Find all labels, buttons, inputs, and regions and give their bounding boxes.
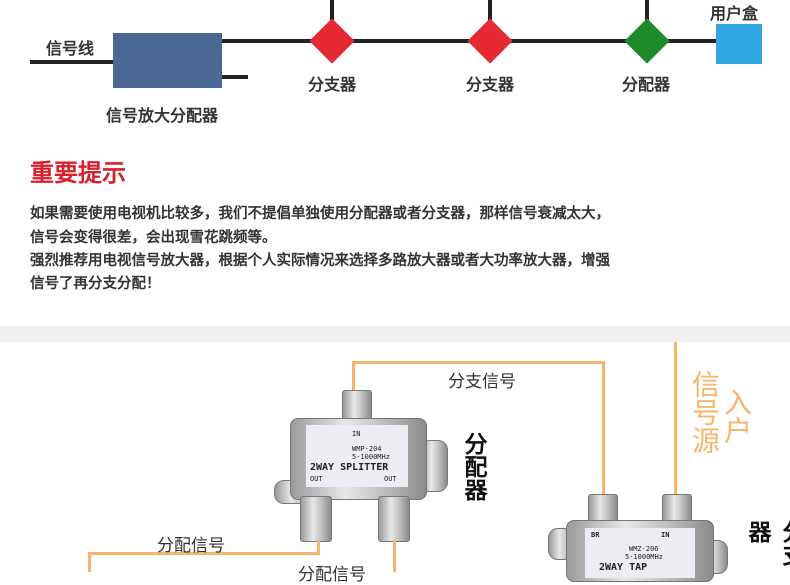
tap1-label: 分支器 [308, 75, 357, 94]
in-port-text: IN [661, 531, 670, 539]
tap-diamond [309, 18, 355, 64]
source-line [674, 342, 677, 497]
amp-stub [222, 75, 248, 79]
branch-signal-label: 分支信号 [448, 372, 516, 392]
split-line [393, 540, 396, 572]
notice-line: 信号会变得很差，会出现雪花跳频等。 [30, 230, 277, 246]
splitter-label-card: IN WMP-204 5-1000MHz 2WAY SPLITTER OUT O… [306, 425, 408, 487]
source-in-label: 入户 [720, 388, 753, 444]
model-text: WMZ-206 [629, 545, 659, 553]
split-signal-label: 分配信号 [298, 565, 366, 585]
amplifier-box [113, 33, 222, 88]
freq-text: 5-1000MHz [352, 453, 390, 461]
notice-line: 如果需要使用电视机比较多，我们不提倡单独使用分配器或者分支器，那样信号衰减太大， [30, 206, 610, 222]
in-port-text: IN [352, 430, 361, 438]
user-box [716, 24, 762, 64]
splitter-diamond [624, 18, 670, 64]
drop-line [488, 0, 492, 24]
splitter-photo-label: 分配器 [460, 432, 486, 501]
br-port-text: BR [591, 531, 600, 539]
notice-line: 信号了再分支分配！ [30, 276, 161, 292]
drop-line [330, 0, 334, 24]
splitter-out-connector [300, 496, 332, 542]
branch-line [602, 361, 605, 496]
drop-line [645, 0, 649, 24]
signal-line-label: 信号线 [46, 39, 95, 58]
input-line [30, 60, 115, 64]
tap-label-card: BR IN WMZ-206 5-1000MHz 2WAY TAP [585, 528, 695, 578]
tap-photo-label: 分支器 [744, 520, 790, 566]
splitter-out-connector [378, 496, 410, 542]
tap2-label: 分支器 [466, 75, 515, 94]
out-port-text: OUT [310, 475, 323, 483]
section-divider [0, 326, 790, 342]
notice-line: 强烈推荐用电视信号放大器，根据个人实际情况来选择多路放大器或者大功率放大器，增强 [30, 253, 610, 269]
freq-text: 5-1000MHz [625, 553, 663, 561]
user-box-label: 用户盒 [710, 4, 759, 23]
product-name-text: 2WAY TAP [599, 562, 648, 573]
amplifier-label: 信号放大分配器 [106, 106, 219, 125]
out-port-text: OUT [384, 475, 397, 483]
branch-line [352, 361, 605, 364]
notice-title: 重要提示 [30, 159, 126, 187]
source-label: 信号源 [688, 370, 721, 454]
split-line [317, 540, 320, 554]
split-signal-label: 分配信号 [157, 536, 225, 556]
splitter-label: 分配器 [622, 75, 671, 94]
split-line [88, 552, 91, 572]
product-name-text: 2WAY SPLITTER [310, 462, 389, 473]
branch-line [352, 361, 355, 391]
model-text: WMP-204 [352, 445, 382, 453]
tap-diamond [467, 18, 513, 64]
split-line [88, 552, 320, 555]
